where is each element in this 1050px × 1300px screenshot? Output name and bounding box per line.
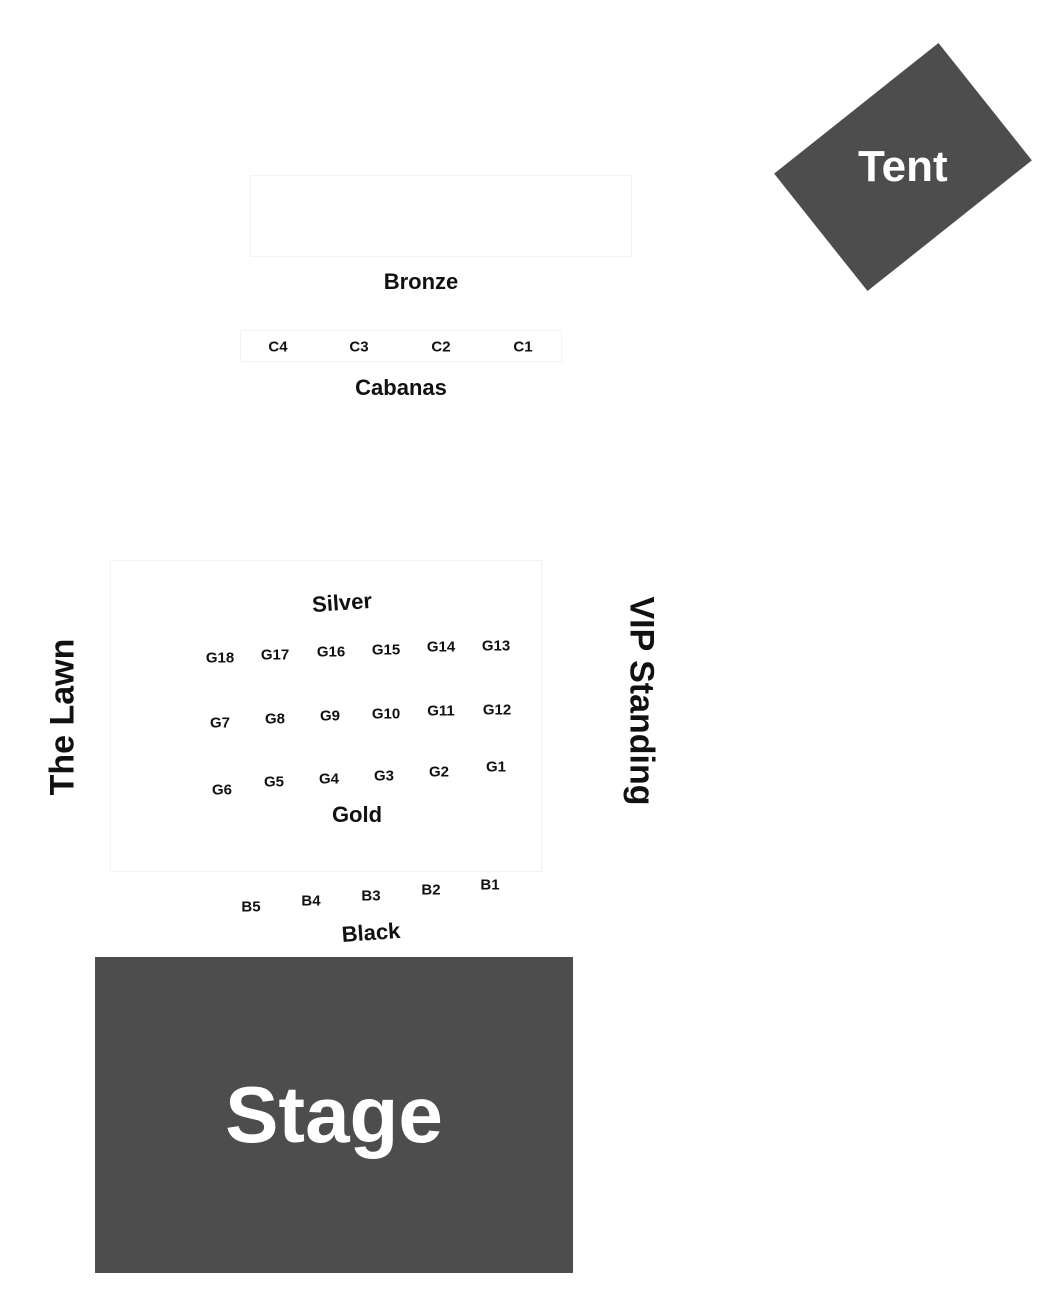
black-table-b5[interactable]: B5 bbox=[241, 898, 261, 916]
gold-table-g17[interactable]: G17 bbox=[260, 646, 290, 664]
gold-table-g7[interactable]: G7 bbox=[209, 714, 231, 732]
cabana-c1[interactable]: C1 bbox=[513, 338, 533, 356]
stage-label: Stage bbox=[225, 1070, 443, 1159]
cabana-c3[interactable]: C3 bbox=[349, 338, 369, 356]
gold-table-g1[interactable]: G1 bbox=[485, 758, 507, 776]
gold-table-g14[interactable]: G14 bbox=[426, 638, 456, 656]
gold-table-g2[interactable]: G2 bbox=[428, 763, 450, 781]
gold-table-g15[interactable]: G15 bbox=[371, 641, 401, 659]
gold-table-g4[interactable]: G4 bbox=[318, 770, 340, 788]
section-silver-label[interactable]: Silver bbox=[311, 587, 373, 618]
section-bronze-label[interactable]: Bronze bbox=[383, 269, 459, 294]
gold-table-g11[interactable]: G11 bbox=[427, 702, 455, 720]
tent-block[interactable]: Tent bbox=[774, 42, 1032, 292]
black-table-b1[interactable]: B1 bbox=[480, 876, 500, 894]
black-table-b4[interactable]: B4 bbox=[301, 892, 321, 910]
tent-label: Tent bbox=[858, 142, 948, 191]
gold-table-g5[interactable]: G5 bbox=[263, 773, 285, 791]
cabana-c2[interactable]: C2 bbox=[431, 338, 451, 356]
gold-table-g6[interactable]: G6 bbox=[211, 781, 233, 799]
gold-table-g3[interactable]: G3 bbox=[373, 767, 395, 785]
gold-table-g16[interactable]: G16 bbox=[316, 643, 346, 661]
bronze-area[interactable] bbox=[250, 175, 632, 257]
gold-table-g18[interactable]: G18 bbox=[205, 649, 235, 667]
gold-table-g9[interactable]: G9 bbox=[319, 707, 341, 725]
gold-area[interactable] bbox=[110, 560, 542, 872]
cabanas-area[interactable] bbox=[240, 330, 562, 362]
gold-table-g10[interactable]: G10 bbox=[371, 705, 401, 723]
section-lawn-label[interactable]: The Lawn bbox=[43, 638, 82, 796]
section-black-label[interactable]: Black bbox=[340, 917, 402, 948]
section-gold-label[interactable]: Gold bbox=[331, 802, 383, 827]
gold-table-g8[interactable]: G8 bbox=[264, 710, 286, 728]
black-table-b3[interactable]: B3 bbox=[361, 887, 381, 905]
gold-table-g13[interactable]: G13 bbox=[481, 637, 511, 655]
black-table-b2[interactable]: B2 bbox=[421, 881, 441, 899]
section-cabanas-label[interactable]: Cabanas bbox=[355, 375, 447, 400]
section-vip-standing-label[interactable]: VIP Standing bbox=[622, 596, 661, 806]
gold-table-g12[interactable]: G12 bbox=[482, 701, 512, 719]
cabana-c4[interactable]: C4 bbox=[268, 338, 288, 356]
stage-block[interactable]: Stage bbox=[95, 957, 573, 1273]
